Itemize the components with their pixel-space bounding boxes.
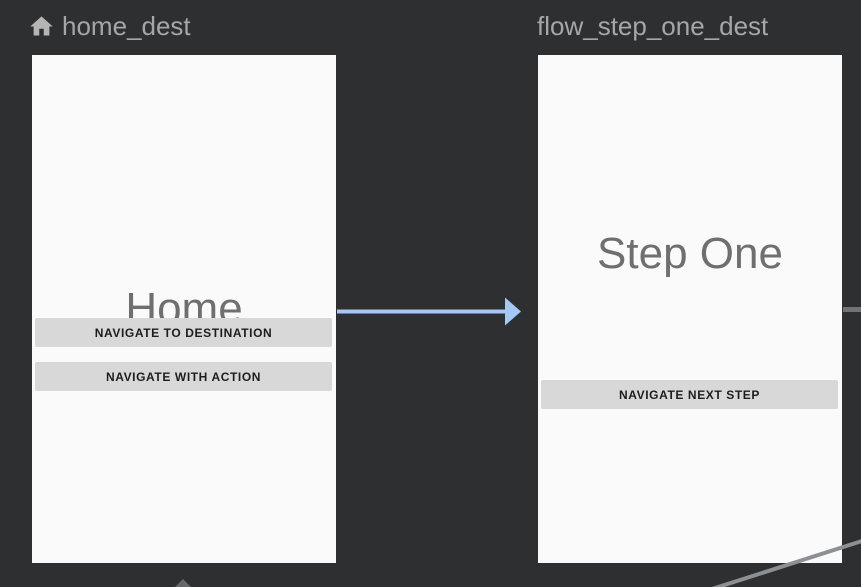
edge-stub-right[interactable] xyxy=(843,307,861,312)
destination-header-home[interactable]: home_dest xyxy=(28,8,191,44)
destination-label-home: home_dest xyxy=(62,11,191,41)
destination-preview-flow-step-one[interactable]: Step One NAVIGATE NEXT STEP xyxy=(538,55,842,563)
incoming-edge-arrowhead-bottom xyxy=(175,579,191,587)
home-icon xyxy=(30,15,53,35)
destination-label-flow-step-one: flow_step_one_dest xyxy=(537,11,769,41)
destination-preview-home[interactable]: Home NAVIGATE TO DESTINATION NAVIGATE WI… xyxy=(32,55,336,563)
action-arrowhead-icon xyxy=(505,297,521,326)
navigate-next-step-button[interactable]: NAVIGATE NEXT STEP xyxy=(541,380,838,409)
destination-header-flow-step-one[interactable]: flow_step_one_dest xyxy=(537,8,768,44)
navigate-with-action-button[interactable]: NAVIGATE WITH ACTION xyxy=(35,362,332,391)
navigate-to-destination-button[interactable]: NAVIGATE TO DESTINATION xyxy=(35,318,332,347)
action-arrow-home-to-step-one[interactable] xyxy=(337,297,521,326)
step-one-screen-title: Step One xyxy=(597,229,783,278)
